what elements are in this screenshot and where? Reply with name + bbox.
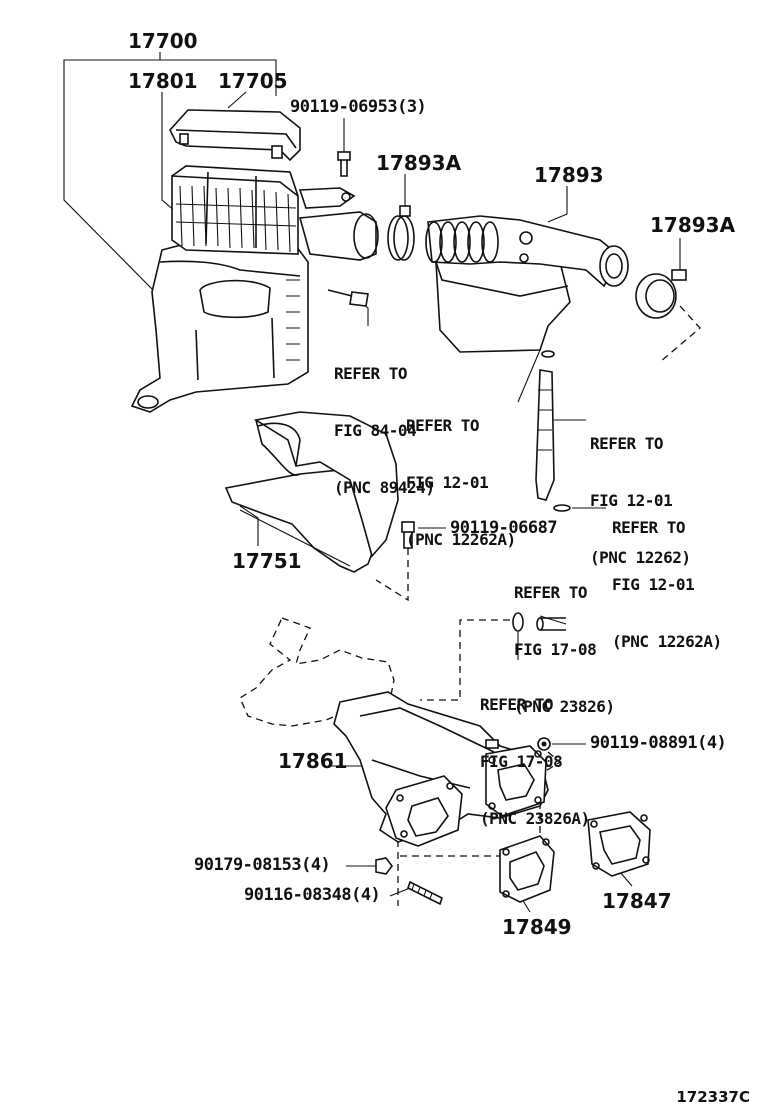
- refer-fig-12-01-b: REFER TO FIG 12-01 (PNC 12262): [590, 396, 691, 586]
- pipe-fittings: [512, 612, 566, 632]
- gasket-17849: [499, 835, 555, 903]
- refer-fig-12-01-c: REFER TO FIG 12-01 (PNC 12262A): [612, 480, 722, 670]
- figure-code: 172337C: [676, 1088, 750, 1106]
- label-90119-06687: 90119-06687: [450, 518, 558, 538]
- clamp-right: [635, 269, 687, 319]
- nut-90179-08153: [375, 857, 393, 875]
- label-90116-08348: 90116-08348(4): [244, 885, 381, 905]
- refer-line-2: FIG 12-01: [406, 473, 489, 492]
- label-90119-06953: 90119-06953(3): [290, 97, 427, 117]
- refer-line-1: REFER TO: [480, 695, 554, 714]
- grommet-bolt: [327, 289, 369, 307]
- bolt-90119-06953: [337, 151, 351, 177]
- label-17751: 17751: [232, 549, 302, 573]
- label-17700: 17700: [128, 29, 198, 53]
- refer-fig-84-04: REFER TO FIG 84-04 (PNC 89424): [334, 326, 435, 516]
- gasket-17847: [587, 811, 651, 877]
- label-17893a-right: 17893A: [650, 213, 736, 237]
- refer-line-3: (PNC 23826): [514, 697, 615, 716]
- nut-90119-08891: [537, 737, 551, 751]
- refer-line-2: FIG 84-04: [334, 421, 417, 440]
- label-17893: 17893: [534, 163, 604, 187]
- label-17849: 17849: [502, 915, 572, 939]
- refer-line-3: (PNC 23826A): [480, 809, 590, 828]
- clamp-left: [387, 205, 415, 261]
- intake-manifold: [333, 691, 549, 847]
- refer-line-1: REFER TO: [406, 416, 480, 435]
- intake-hose: [425, 215, 629, 353]
- refer-line-1: REFER TO: [612, 518, 686, 537]
- refer-fig-17-08-b: REFER TO FIG 17-08 (PNC 23826A): [480, 657, 590, 847]
- label-17861: 17861: [278, 749, 348, 773]
- refer-line-1: REFER TO: [590, 434, 664, 453]
- label-17801: 17801: [128, 69, 198, 93]
- refer-fig-17-08-a: REFER TO FIG 17-08 (PNC 23826): [514, 545, 615, 735]
- refer-line-1: REFER TO: [514, 583, 588, 602]
- refer-line-2: FIG 12-01: [590, 491, 673, 510]
- label-17705: 17705: [218, 69, 288, 93]
- refer-line-1: REFER TO: [334, 364, 408, 383]
- refer-line-2: FIG 17-08: [514, 640, 597, 659]
- stud-90116-08348: [407, 880, 443, 906]
- refer-line-3: (PNC 89424): [334, 478, 435, 497]
- refer-line-3: (PNC 12262A): [612, 632, 722, 651]
- label-17847: 17847: [602, 889, 672, 913]
- leader-lines: [63, 52, 701, 913]
- label-90119-08891: 90119-08891(4): [590, 733, 727, 753]
- air-cleaner-case: [130, 109, 379, 413]
- refer-line-3: (PNC 12262A): [406, 530, 516, 549]
- bolt-90119-06687: [401, 521, 415, 549]
- small-hose: [535, 350, 571, 512]
- label-90179-08153: 90179-08153(4): [194, 855, 331, 875]
- refer-line-2: FIG 17-08: [480, 752, 563, 771]
- refer-line-3: (PNC 12262): [590, 548, 691, 567]
- label-17893a-left: 17893A: [376, 151, 462, 175]
- refer-fig-12-01-a: REFER TO FIG 12-01 (PNC 12262A): [406, 378, 516, 568]
- refer-line-2: FIG 12-01: [612, 575, 695, 594]
- air-duct: [224, 411, 399, 573]
